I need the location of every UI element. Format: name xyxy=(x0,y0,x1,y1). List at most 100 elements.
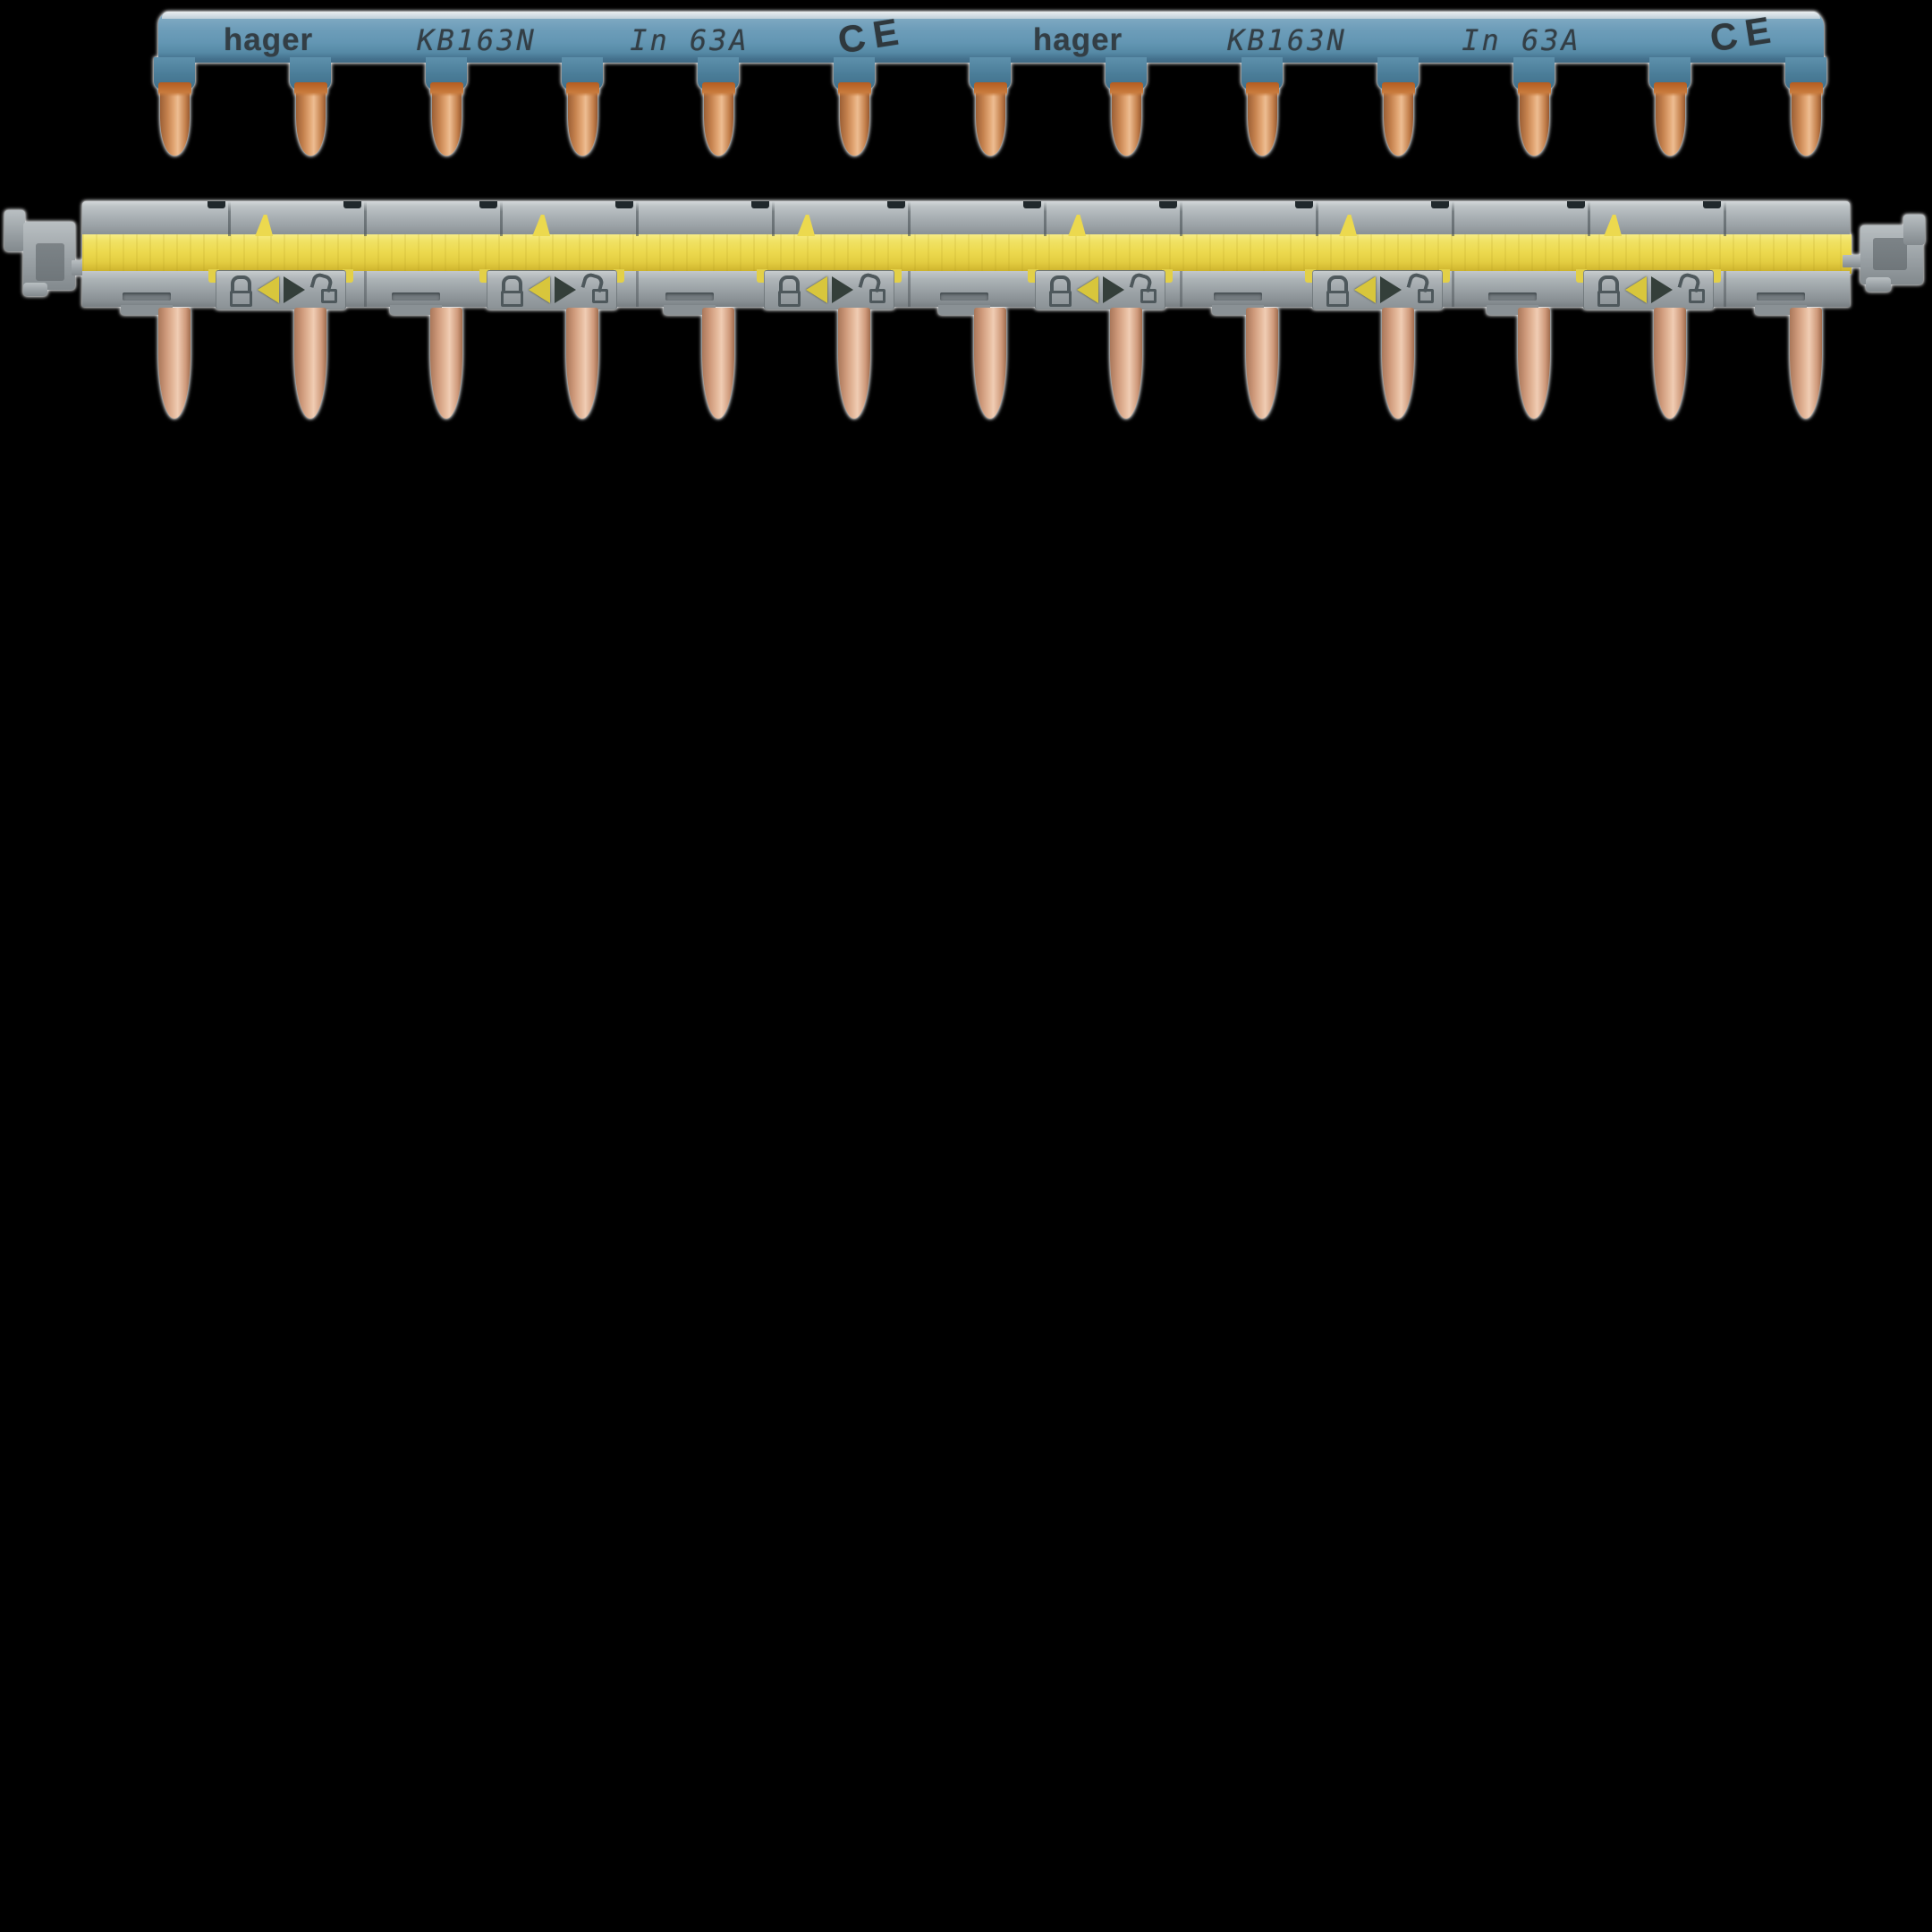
busbar-pin-copper xyxy=(1246,308,1278,419)
insulation-strip-yellow xyxy=(82,234,1852,274)
busbar-pin-copper xyxy=(568,86,597,156)
top-busbar-top-face xyxy=(162,12,1820,19)
segment-notch xyxy=(479,201,497,208)
segment-seam xyxy=(1316,201,1318,236)
pin-solder-cap xyxy=(294,82,327,97)
busbar-pin-copper xyxy=(1112,86,1141,156)
segment-notch xyxy=(1703,201,1721,208)
lock-open-icon xyxy=(1677,271,1705,304)
pin-solder-cap xyxy=(1382,82,1415,97)
busbar-pin-copper xyxy=(838,308,870,419)
pin-solder-cap xyxy=(1110,82,1143,97)
segment-slot xyxy=(1757,292,1805,301)
bottom-busbar xyxy=(0,0,1932,465)
pin-solder-cap xyxy=(1654,82,1687,97)
triangle-left-icon xyxy=(257,276,279,303)
lock-indicator-block xyxy=(216,270,346,309)
segment-notch xyxy=(343,201,361,208)
mounting-foot xyxy=(1487,305,1538,315)
busbar-pin-copper xyxy=(1248,86,1277,156)
busbar-marking-rating: In 63A xyxy=(630,23,750,57)
busbar-pin-copper xyxy=(294,308,326,419)
triangle-left-icon xyxy=(805,276,827,303)
lock-open-icon xyxy=(309,271,337,304)
triangle-left-icon xyxy=(1353,276,1376,303)
pin-solder-cap xyxy=(1518,82,1551,97)
mounting-foot xyxy=(1755,305,1807,315)
lock-open-icon xyxy=(858,271,886,304)
clip-lip xyxy=(23,283,47,296)
segment-seam xyxy=(364,201,367,236)
segment-notch xyxy=(615,201,633,208)
lock-shackle xyxy=(1129,271,1154,293)
busbar-pin-copper xyxy=(1518,308,1550,419)
triangle-right-icon xyxy=(283,276,305,303)
lock-body xyxy=(778,291,801,307)
lock-closed-icon xyxy=(501,275,524,307)
triangle-left-icon xyxy=(528,276,550,303)
pin-solder-cap xyxy=(702,82,735,97)
lock-body xyxy=(1049,291,1072,307)
busbar-pin-copper xyxy=(566,308,598,419)
lock-shackle xyxy=(231,275,251,292)
segment-seam-lower xyxy=(364,271,367,307)
triangle-right-icon xyxy=(1379,276,1402,303)
lock-indicator-block xyxy=(487,270,617,309)
segment-notch xyxy=(1159,201,1177,208)
pin-solder-cap xyxy=(838,82,871,97)
segment-slot xyxy=(665,292,714,301)
triangle-right-icon xyxy=(554,276,576,303)
busbar-pin-copper xyxy=(1790,308,1822,419)
segment-seam-lower xyxy=(1452,271,1454,307)
mounting-foot xyxy=(390,305,442,315)
lock-indicator-block xyxy=(1312,270,1443,309)
bottom-busbar-upper-body xyxy=(82,201,1850,238)
busbar-pin-copper xyxy=(430,308,462,419)
busbar-marking-model: KB163N xyxy=(417,23,537,57)
lock-indicator-block xyxy=(764,270,894,309)
busbar-marking-model: KB163N xyxy=(1227,23,1347,57)
lock-body xyxy=(591,289,608,303)
triangle-right-icon xyxy=(831,276,853,303)
pin-solder-cap xyxy=(1790,82,1823,97)
lock-body xyxy=(1597,291,1620,307)
segment-slot xyxy=(1214,292,1262,301)
busbar-pin-copper xyxy=(1792,86,1821,156)
segment-seam xyxy=(1724,201,1726,236)
lock-shackle xyxy=(1598,275,1619,292)
triangle-right-icon xyxy=(1102,276,1124,303)
lock-body xyxy=(320,289,337,303)
segment-seam-lower xyxy=(636,271,639,307)
segment-seam xyxy=(908,201,911,236)
clip-recess xyxy=(36,243,64,281)
lock-open-icon xyxy=(1406,271,1434,304)
pin-solder-cap xyxy=(566,82,599,97)
segment-notch xyxy=(1295,201,1313,208)
mounting-foot xyxy=(664,305,716,315)
segment-slot xyxy=(392,292,440,301)
lock-body xyxy=(230,291,252,307)
mounting-foot xyxy=(938,305,990,315)
lock-open-icon xyxy=(580,271,608,304)
mounting-foot xyxy=(1212,305,1264,315)
segment-notch xyxy=(208,201,225,208)
clip-lip xyxy=(1866,277,1891,292)
segment-notch xyxy=(1567,201,1585,208)
lock-body xyxy=(1140,289,1157,303)
lock-shackle xyxy=(1327,275,1348,292)
clip-recess xyxy=(1873,238,1907,270)
segment-notch xyxy=(751,201,769,208)
pin-solder-cap xyxy=(1246,82,1279,97)
segment-notch xyxy=(887,201,905,208)
lock-shackle xyxy=(309,271,335,293)
lock-closed-icon xyxy=(1049,275,1072,307)
lock-open-icon xyxy=(1129,271,1157,304)
lock-closed-icon xyxy=(230,275,253,307)
busbar-pin-copper xyxy=(432,86,462,156)
triangle-left-icon xyxy=(1076,276,1098,303)
pin-solder-cap xyxy=(430,82,463,97)
busbar-pin-copper xyxy=(296,86,326,156)
segment-seam xyxy=(772,201,775,236)
busbar-pin-copper xyxy=(160,86,190,156)
